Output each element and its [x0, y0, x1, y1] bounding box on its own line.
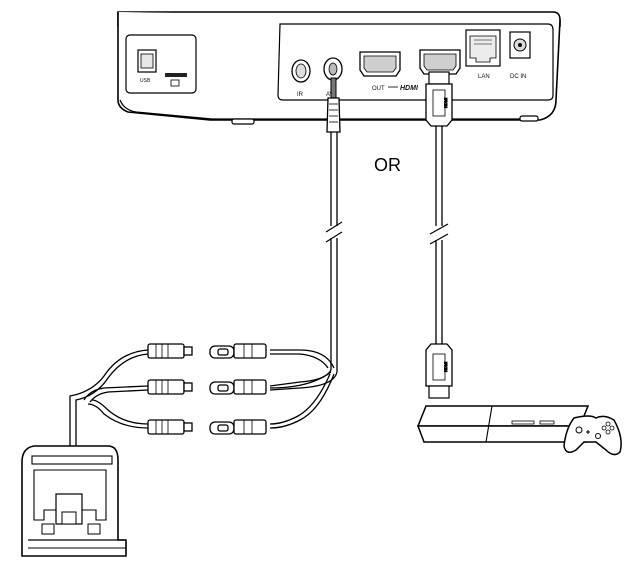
lan-port: LAN: [465, 29, 501, 80]
usb-port: USB: [137, 49, 157, 84]
hdmi-out-port: OUT HDMI: [359, 49, 461, 92]
svg-text:HDMI: HDMI: [443, 98, 448, 108]
rca-pair-1: [147, 343, 267, 359]
dc-in-label: DC IN: [510, 74, 526, 80]
hdmi-out-label: OUT: [372, 86, 385, 92]
ir-sensor: IR: [291, 59, 311, 98]
rca-pair-2: [147, 379, 267, 395]
rca-plugs: [147, 343, 267, 435]
retro-console: [21, 445, 127, 557]
av-cable: [269, 77, 343, 429]
av-port: AV: [323, 57, 343, 98]
gamepad-icon: [563, 415, 622, 456]
rca-cable-to-console: [69, 349, 149, 448]
sd-card-slot: [165, 73, 187, 87]
lan-label: LAN: [478, 74, 490, 80]
usb-label: USB: [140, 78, 151, 84]
av-label: AV: [326, 92, 334, 98]
hdmi-cable: HDMI HDMI: [425, 71, 453, 399]
ir-label: IR: [297, 92, 304, 98]
dc-in-port: DC IN: [509, 31, 531, 80]
svg-text:HDMI: HDMI: [443, 362, 448, 372]
rca-pair-3: [147, 419, 267, 435]
game-console: [416, 405, 590, 443]
or-label: OR: [374, 155, 401, 175]
hdmi-logo-label: HDMI: [400, 85, 419, 92]
